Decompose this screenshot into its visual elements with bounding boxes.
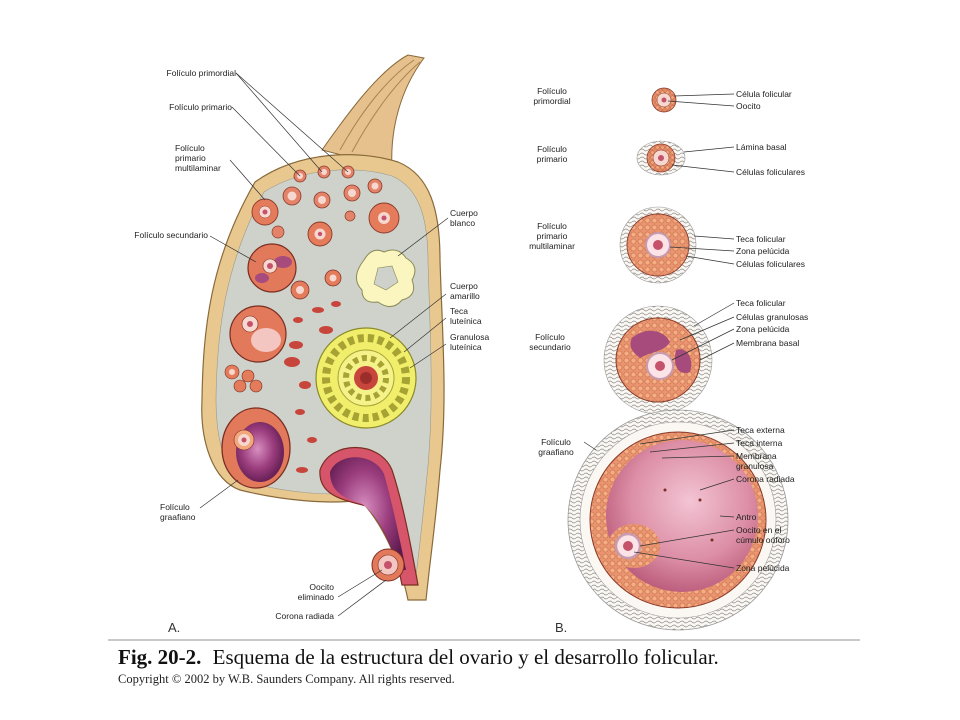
label-celulas-granulosas: Células granulosas (736, 312, 808, 322)
label-zona-pelucida-3: Zona pelúcida (736, 563, 790, 573)
expelled-oocyte (371, 548, 405, 582)
label-cuerpo-amarillo-1: Cuerpo (450, 281, 478, 291)
stage-label-graafiano-2: graafiano (538, 447, 574, 457)
stage-label-multilaminar-1: Folículo (537, 221, 567, 231)
label-celula-folicular: Célula folicular (736, 89, 792, 99)
atretic-bodies (224, 269, 349, 473)
svg-text:Fig. 20-2. Esquema de la: Fig. 20-2. Esquema de la estructura del … (118, 645, 719, 669)
label-antro: Antro (736, 512, 757, 522)
stage-label-multilaminar-3: multilaminar (529, 241, 575, 251)
label-membrana-granulosa-2: granulosa (736, 461, 774, 471)
panel-a-leaders (199, 72, 449, 617)
label-teca-folicular-1: Teca folicular (736, 234, 786, 244)
graafian-follicle (221, 407, 291, 489)
label-teca-externa: Teca externa (736, 425, 785, 435)
label-granulosa-luteinica-2: luteínica (450, 342, 482, 352)
label-secundario: Folículo secundario (134, 230, 208, 240)
corpus-luteum (315, 327, 417, 429)
label-cuerpo-blanco-2: blanco (450, 218, 475, 228)
label-membrana-granulosa-1: Membrana (736, 451, 777, 461)
label-oocito: Oocito (736, 101, 761, 111)
label-teca-luteinica-2: luteínica (450, 316, 482, 326)
panel-a-letter: A. (168, 620, 180, 635)
panel-a-labels: Folículo primordial Folículo primario Fo… (134, 68, 489, 635)
label-teca-luteinica-1: Teca (450, 306, 468, 316)
stage-label-primario-1: Folículo (537, 144, 567, 154)
caption-copyright: Copyright © 2002 by W.B. Saunders Compan… (118, 672, 455, 686)
panel-b-letter: B. (555, 620, 567, 635)
caption-fig-number: Fig. 20-2. (118, 645, 201, 669)
label-oocito-eliminado-2: eliminado (298, 592, 335, 602)
label-oocito-cumulo-2: cúmulo oóforo (736, 535, 790, 545)
stage-label-secundario-2: secundario (529, 342, 571, 352)
label-cuerpo-blanco-1: Cuerpo (450, 208, 478, 218)
panel-b-stage-labels: Folículo primordial Folículo primario Fo… (529, 86, 575, 457)
label-multilaminar-3: multilaminar (175, 163, 221, 173)
multilaminar-follicles (251, 198, 400, 247)
stage-label-secundario-1: Folículo (535, 332, 565, 342)
panel-b-leaders (583, 93, 735, 569)
ovary-diagram: Folículo primordial Folículo primario Fo… (134, 54, 489, 635)
follicle-development-diagram: Folículo primordial Folículo primario Fo… (529, 86, 808, 635)
label-graafiano-2: graafiano (160, 512, 196, 522)
label-oocito-eliminado-1: Oocito (309, 582, 334, 592)
stage-primario (636, 140, 686, 176)
label-multilaminar-1: Folículo (175, 143, 205, 153)
secondary-follicle-2 (229, 305, 287, 363)
stage-secundario (603, 305, 713, 415)
label-cuerpo-amarillo-2: amarillo (450, 291, 480, 301)
label-corona-radiada-b: Corona radiada (736, 474, 795, 484)
caption-text: Esquema de la estructura del ovario y el… (213, 645, 719, 669)
label-celulas-foliculares-2: Células foliculares (736, 259, 805, 269)
label-teca-interna: Teca interna (736, 438, 783, 448)
stage-label-primario-2: primario (537, 154, 568, 164)
label-lamina-basal: Lámina basal (736, 142, 787, 152)
label-graafiano-1: Folículo (160, 502, 190, 512)
primordial-follicles (282, 165, 383, 209)
corpus-albicans (356, 249, 416, 307)
label-zona-pelucida-2: Zona pelúcida (736, 324, 790, 334)
label-teca-folicular-2: Teca folicular (736, 298, 786, 308)
figure-caption: Fig. 20-2. Esquema de la estructura del … (118, 645, 719, 686)
stage-label-graafiano-1: Folículo (541, 437, 571, 447)
stage-label-primordial-2: primordial (533, 96, 570, 106)
label-primordial: Folículo primordial (167, 68, 237, 78)
stage-label-multilaminar-2: primario (537, 231, 568, 241)
stage-graafiano (567, 409, 789, 631)
label-oocito-cumulo-1: Oocito en el (736, 525, 781, 535)
stage-primordial (651, 87, 677, 113)
secondary-follicle (247, 243, 297, 293)
stage-multilaminar (619, 206, 697, 284)
label-celulas-foliculares-1: Células foliculares (736, 167, 805, 177)
stage-label-primordial-1: Folículo (537, 86, 567, 96)
panel-b-structure-labels: Célula folicular Oocito Lámina basal Cél… (555, 89, 808, 635)
label-zona-pelucida-1: Zona pelúcida (736, 246, 790, 256)
label-corona-radiada: Corona radiada (275, 611, 334, 621)
label-membrana-basal: Membrana basal (736, 338, 799, 348)
label-primario: Folículo primario (169, 102, 232, 112)
label-granulosa-luteinica-1: Granulosa (450, 332, 489, 342)
label-multilaminar-2: primario (175, 153, 206, 163)
